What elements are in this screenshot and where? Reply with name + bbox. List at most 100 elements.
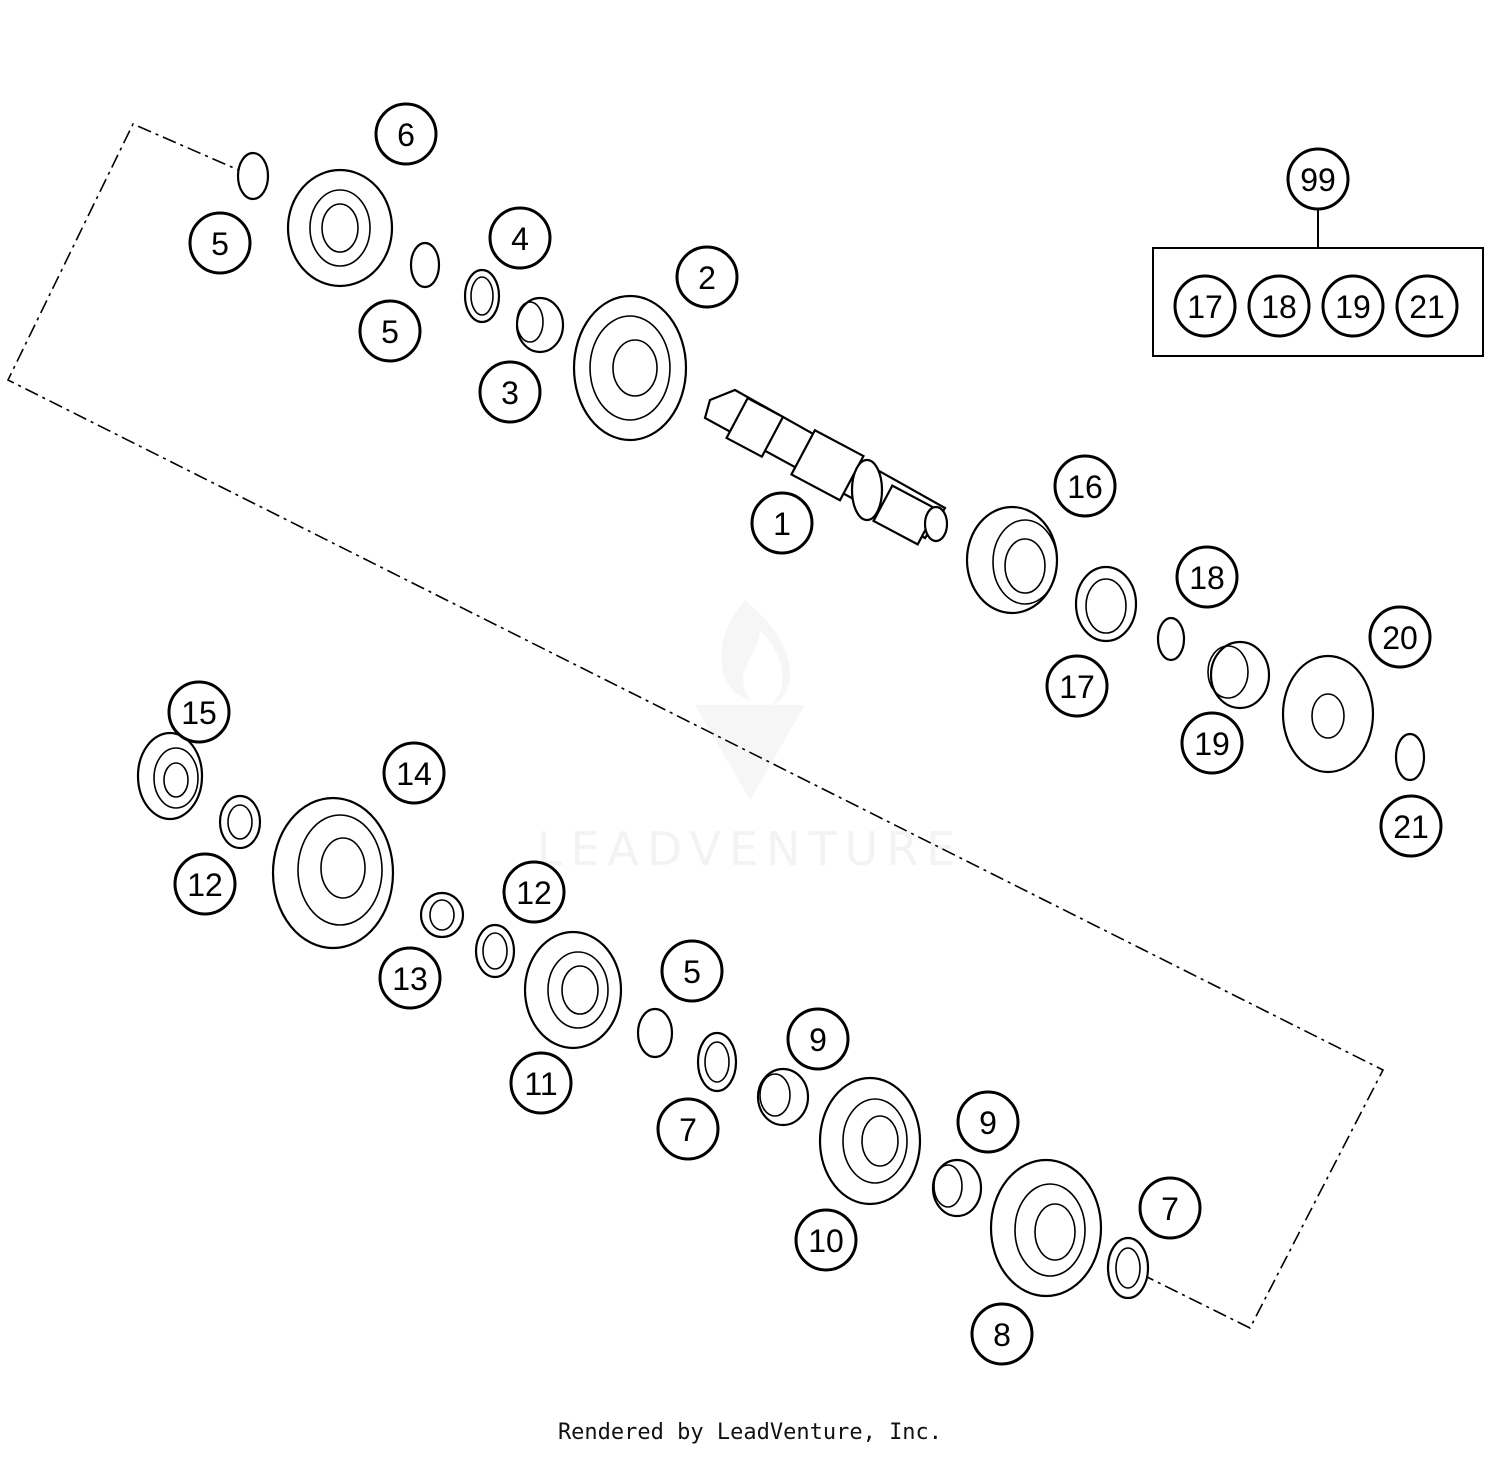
callout-9-label: 9 bbox=[979, 1105, 997, 1141]
callout-4: 4 bbox=[488, 206, 552, 270]
callout-9: 9 bbox=[956, 1090, 1020, 1154]
sprocket-20 bbox=[1281, 654, 1375, 774]
callout-13: 13 bbox=[378, 946, 442, 1010]
callout-11-label: 11 bbox=[524, 1066, 557, 1102]
callout-21-label: 21 bbox=[1393, 809, 1429, 845]
bushing-9a bbox=[756, 1067, 810, 1127]
callout-3: 3 bbox=[478, 360, 542, 424]
callout-4-circle bbox=[488, 206, 552, 270]
bushing-3 bbox=[515, 296, 565, 354]
callout-19: 19 bbox=[1180, 711, 1244, 775]
kit-item-19: 19 bbox=[1321, 274, 1385, 338]
circlip-21 bbox=[1394, 732, 1426, 782]
gear-8 bbox=[989, 1158, 1103, 1298]
callout-5-circle bbox=[358, 299, 422, 363]
callout-5-label: 5 bbox=[381, 314, 399, 350]
needle-bearing-13 bbox=[419, 891, 465, 939]
callout-9: 9 bbox=[786, 1007, 850, 1071]
callout-21-circle bbox=[1379, 794, 1443, 858]
callout-7-circle bbox=[656, 1097, 720, 1161]
kit-item-17: 17 bbox=[1173, 274, 1237, 338]
callout-15: 15 bbox=[167, 680, 231, 744]
callout-20-label: 20 bbox=[1382, 620, 1418, 656]
callout-12-circle bbox=[502, 860, 566, 924]
callout-7-label: 7 bbox=[1161, 1191, 1179, 1227]
callout-12-label: 12 bbox=[187, 867, 223, 903]
callout-9-label: 9 bbox=[809, 1022, 827, 1058]
callout-17: 17 bbox=[1045, 654, 1109, 718]
callout-6-label: 6 bbox=[397, 117, 415, 153]
callout-kit-99-label: 99 bbox=[1300, 162, 1336, 198]
circlip-5c bbox=[636, 1007, 674, 1059]
kit-item-17-circle bbox=[1173, 274, 1237, 338]
callout-18-label: 18 bbox=[1189, 560, 1225, 596]
circlip-5a bbox=[236, 151, 270, 201]
callout-14: 14 bbox=[382, 741, 446, 805]
callout-2: 2 bbox=[675, 245, 739, 309]
washer-12b bbox=[474, 923, 516, 979]
callout-7: 7 bbox=[1138, 1176, 1202, 1240]
callout-17-label: 17 bbox=[1059, 669, 1095, 705]
callout-16-circle bbox=[1053, 454, 1117, 518]
callout-10: 10 bbox=[794, 1208, 858, 1272]
washer-12a bbox=[218, 794, 262, 850]
gear-10 bbox=[818, 1076, 922, 1206]
callout-11-circle bbox=[509, 1051, 573, 1115]
callout-15-circle bbox=[167, 680, 231, 744]
watermark-logo: LEADVENTURE bbox=[537, 600, 964, 876]
callout-18: 18 bbox=[1175, 545, 1239, 609]
kit-item-19-circle bbox=[1321, 274, 1385, 338]
callout-21: 21 bbox=[1379, 794, 1443, 858]
kit-item-21-label: 21 bbox=[1409, 289, 1445, 325]
callout-5-circle bbox=[188, 211, 252, 275]
callout-1-circle bbox=[750, 491, 814, 555]
callout-9-circle bbox=[956, 1090, 1020, 1154]
bearing-15 bbox=[136, 731, 204, 821]
callout-5-label: 5 bbox=[211, 226, 229, 262]
kit-item-19-label: 19 bbox=[1335, 289, 1371, 325]
callout-19-circle bbox=[1180, 711, 1244, 775]
callout-16-label: 16 bbox=[1067, 469, 1103, 505]
callout-7-circle bbox=[1138, 1176, 1202, 1240]
callout-13-label: 13 bbox=[392, 961, 428, 997]
callout-5: 5 bbox=[358, 299, 422, 363]
kit-item-21: 21 bbox=[1395, 274, 1459, 338]
kit-item-21-circle bbox=[1395, 274, 1459, 338]
callout-20-circle bbox=[1368, 605, 1432, 669]
callout-19-label: 19 bbox=[1194, 726, 1230, 762]
callout-12: 12 bbox=[502, 860, 566, 924]
lower-parts bbox=[136, 731, 1150, 1300]
callout-7: 7 bbox=[656, 1097, 720, 1161]
footer-credit: Rendered by LeadVenture, Inc. bbox=[557, 1420, 943, 1445]
callout-8-label: 8 bbox=[993, 1317, 1011, 1353]
kit-item-18-circle bbox=[1247, 274, 1311, 338]
callout-14-circle bbox=[382, 741, 446, 805]
callout-15-label: 15 bbox=[181, 695, 217, 731]
callout-10-label: 10 bbox=[808, 1223, 844, 1259]
gear-11 bbox=[523, 930, 623, 1050]
callout-5-label: 5 bbox=[683, 954, 701, 990]
callout-1-label: 1 bbox=[773, 506, 791, 542]
callout-12-circle bbox=[173, 852, 237, 916]
callout-18-circle bbox=[1175, 545, 1239, 609]
kit-item-18: 18 bbox=[1247, 274, 1311, 338]
kit-item-18-label: 18 bbox=[1261, 289, 1297, 325]
circlip-5b bbox=[409, 241, 441, 289]
kit-item-17-label: 17 bbox=[1187, 289, 1223, 325]
callout-6: 6 bbox=[374, 102, 438, 166]
seal-17 bbox=[1074, 565, 1138, 643]
callout-14-label: 14 bbox=[396, 756, 432, 792]
callout-5: 5 bbox=[188, 211, 252, 275]
watermark-text: LEADVENTURE bbox=[537, 822, 964, 876]
callout-11: 11 bbox=[509, 1051, 573, 1115]
callout-8: 8 bbox=[970, 1302, 1034, 1366]
main-shaft-1 bbox=[703, 388, 949, 546]
washer-7a bbox=[696, 1031, 738, 1093]
callout-1: 1 bbox=[750, 491, 814, 555]
callout-2-circle bbox=[675, 245, 739, 309]
callout-5-circle bbox=[660, 939, 724, 1003]
callout-17-circle bbox=[1045, 654, 1109, 718]
callout-10-circle bbox=[794, 1208, 858, 1272]
